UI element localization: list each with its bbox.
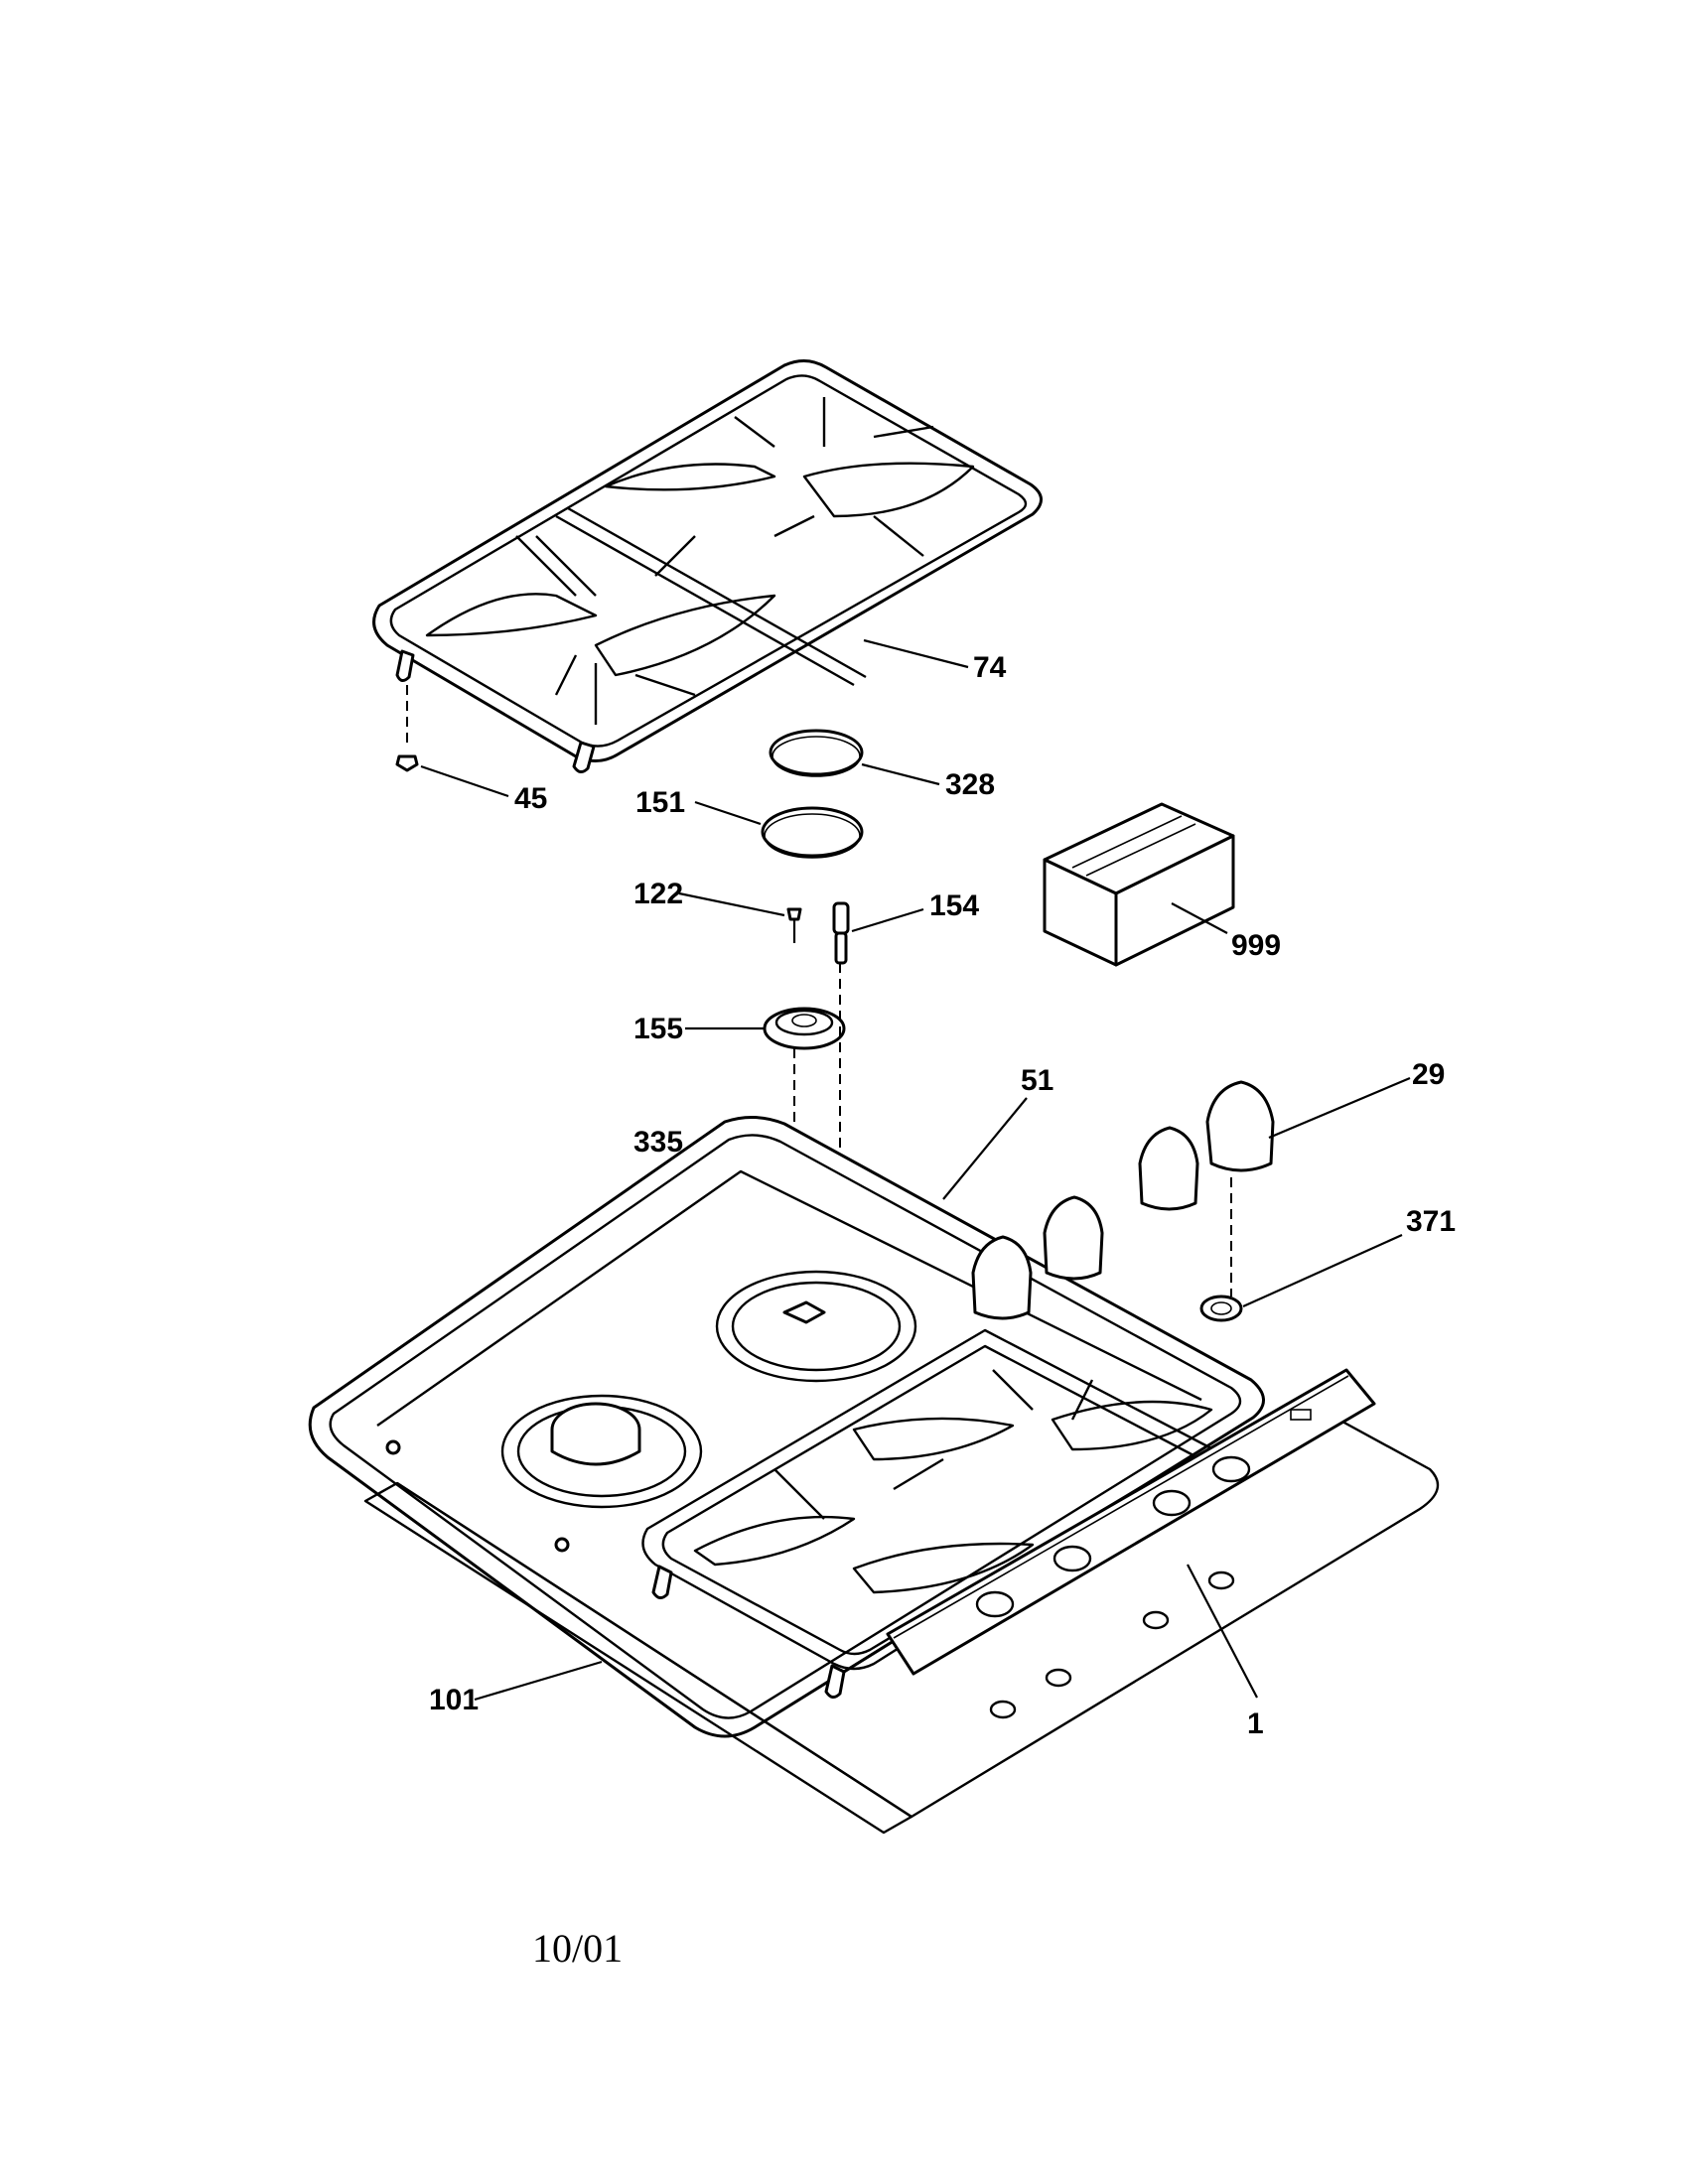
electrode-part-154	[832, 901, 850, 965]
box-part-999	[1043, 802, 1235, 967]
control-panel-part-1	[886, 1368, 1376, 1676]
label-1: 1	[1247, 1707, 1264, 1740]
label-101: 101	[429, 1684, 479, 1716]
label-155: 155	[633, 1013, 683, 1045]
label-999: 999	[1231, 929, 1281, 962]
label-122: 122	[633, 878, 683, 910]
label-45: 45	[514, 782, 547, 815]
burner-cap-part-328	[769, 729, 864, 777]
revision-date: 10/01	[532, 1926, 623, 1971]
label-29: 29	[1412, 1058, 1445, 1091]
screw-part-45	[395, 754, 419, 772]
grate-part-74	[372, 359, 1043, 773]
burner-cap-part-151	[761, 806, 864, 859]
burner-base-part-155	[763, 1007, 846, 1050]
base-plate-part-101	[363, 1408, 1440, 1835]
label-335: 335	[633, 1126, 683, 1159]
base-plate-holes	[989, 1570, 1235, 1719]
cooktop-part-51	[308, 1116, 1265, 1738]
label-328: 328	[945, 768, 995, 801]
screw-part-122	[786, 907, 802, 943]
label-371: 371	[1406, 1205, 1456, 1238]
label-51: 51	[1021, 1064, 1053, 1097]
knob-part-29	[971, 1080, 1275, 1320]
label-151: 151	[635, 786, 685, 819]
knob-ring-part-371	[1199, 1295, 1243, 1322]
label-74: 74	[973, 651, 1007, 684]
label-154: 154	[929, 889, 979, 922]
